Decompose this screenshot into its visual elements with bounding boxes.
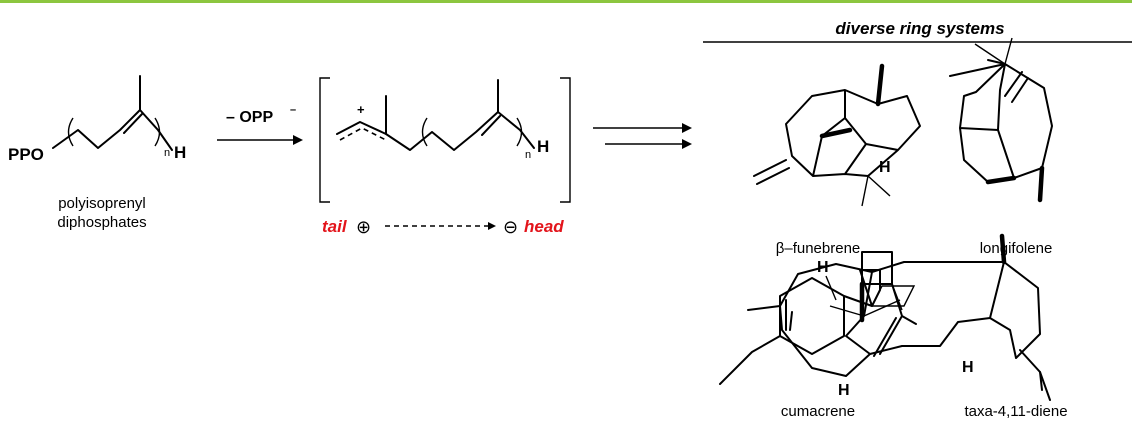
longifolene-structure: longifolene — [949, 37, 1053, 257]
taxadiene-structure: H H taxa-4,11-diene — [747, 233, 1068, 420]
reactant-structure: PPO n H polyisoprenyl diphosphates — [8, 75, 186, 231]
head-minus-symbol: ⊖ — [503, 217, 518, 237]
taxadiene-gem-dimethyl — [829, 299, 901, 317]
ionization-arrow: – OPP – — [217, 104, 303, 145]
tail-plus-symbol: ⊕ — [356, 217, 371, 237]
multistep-arrow-lower-head — [682, 139, 692, 149]
intermediate-subscript-n: n — [525, 149, 531, 161]
tail-label: tail — [322, 217, 348, 236]
funebrene-hashed-methyl — [861, 175, 891, 207]
reactant-bonds — [52, 75, 173, 151]
taxadiene-h-label-right: H — [962, 359, 974, 376]
longifolene-hashed-methyls — [974, 37, 1013, 65]
taxadiene-methyl-left — [747, 305, 781, 311]
reactant-h-label: H — [174, 143, 186, 162]
reactant-subscript-n: n — [164, 147, 170, 159]
ppo-label: PPO — [8, 145, 44, 164]
reactant-caption-line2: diphosphates — [57, 214, 146, 231]
cumacrene-bonds — [719, 269, 881, 385]
products-heading: diverse ring systems — [703, 19, 1132, 43]
cumacrene-square-ring — [861, 251, 893, 285]
cation-charge: + — [357, 102, 365, 117]
left-bracket — [319, 77, 330, 203]
intermediate-h-label: H — [537, 137, 549, 156]
intermediate-bonds — [385, 79, 535, 151]
reactant-caption-line1: polyisoprenyl — [58, 195, 146, 212]
cumacrene-structure: H cumacrene — [719, 251, 917, 420]
intermediate-left-paren — [421, 117, 428, 147]
head-label: head — [524, 217, 564, 236]
cumacrene-cyclobutane — [871, 285, 916, 307]
taxadiene-wedge-methyl — [999, 233, 1007, 265]
taxadiene-bonds — [779, 261, 1043, 391]
cumacrene-name: cumacrene — [781, 403, 855, 420]
funebrene-h-label: H — [879, 159, 891, 176]
longifolene-name: longifolene — [980, 240, 1053, 257]
top-accent-line — [0, 0, 1132, 3]
longifolene-bonds — [949, 59, 1053, 183]
reagent-label: – OPP — [226, 109, 273, 126]
allyl-partial-bonds — [336, 121, 387, 135]
cumacrene-hashed-bonds — [825, 275, 903, 311]
reactant-right-paren — [154, 117, 161, 147]
longifolene-wedge-bonds — [985, 165, 1045, 203]
multistep-arrow-upper-head — [682, 123, 692, 133]
multistep-arrow — [593, 123, 692, 149]
products-heading-text: diverse ring systems — [835, 19, 1004, 38]
intermediate-structure: + n H — [319, 77, 571, 203]
tail-head-annotation: tail ⊕ ⊖ head — [322, 217, 564, 237]
funebrene-bonds — [753, 89, 921, 185]
reagent-charge: – — [290, 104, 296, 116]
arrow-head — [293, 135, 303, 145]
funebrene-structure: H β–funebrene — [753, 63, 921, 257]
taxadiene-h-label-left: H — [838, 382, 850, 399]
dashed-arrow-head — [488, 222, 496, 230]
funebrene-wedge-bonds — [819, 63, 885, 139]
right-bracket — [560, 77, 571, 203]
intermediate-right-paren — [516, 117, 523, 147]
taxadiene-name: taxa-4,11-diene — [964, 403, 1067, 420]
taxadiene-methyl-right — [1039, 371, 1051, 401]
funebrene-name: β–funebrene — [776, 240, 861, 257]
reactant-left-paren — [67, 117, 74, 147]
cumacrene-isopropenyl — [873, 283, 917, 357]
